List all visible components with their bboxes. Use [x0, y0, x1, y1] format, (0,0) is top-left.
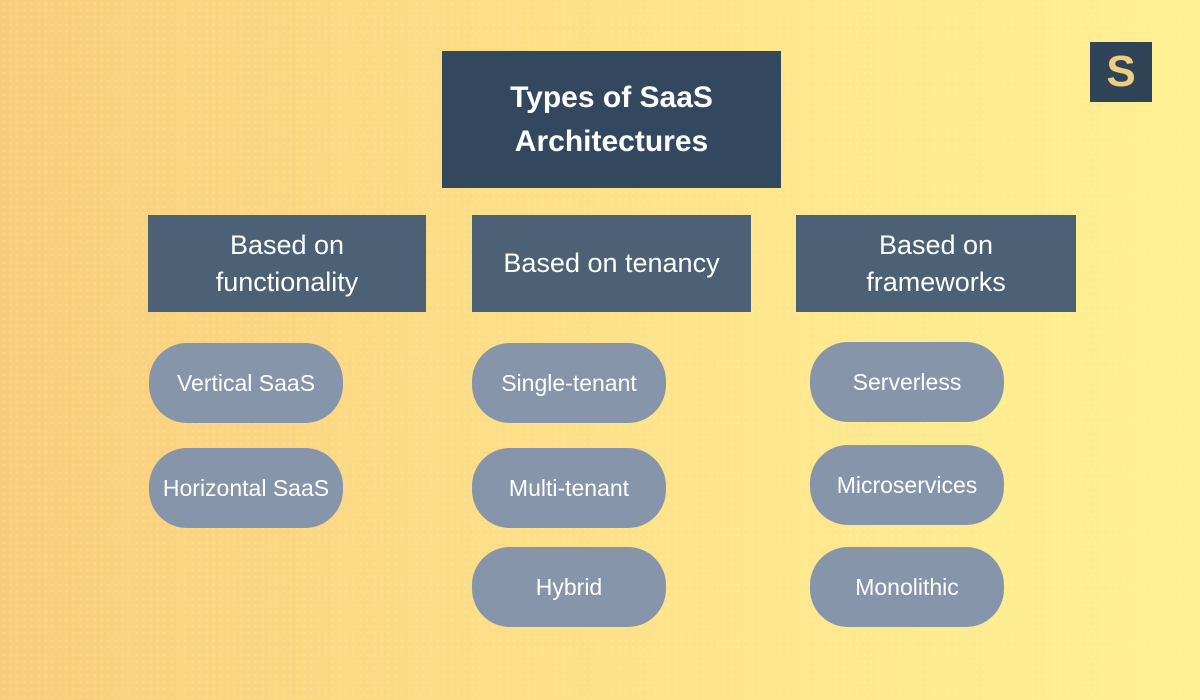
title-box: Types of SaaS Architectures [442, 51, 781, 188]
category-header-functionality: Based on functionality [148, 215, 426, 312]
item-vertical-saas: Vertical SaaS [149, 343, 343, 423]
logo-letter-icon: S [1106, 47, 1136, 96]
category-header-frameworks: Based on frameworks [796, 215, 1076, 312]
item-monolithic: Monolithic [810, 547, 1004, 627]
brand-logo: S [1090, 42, 1152, 102]
item-multi-tenant: Multi-tenant [472, 448, 666, 528]
item-horizontal-saas: Horizontal SaaS [149, 448, 343, 528]
category-header-tenancy: Based on tenancy [472, 215, 751, 312]
item-single-tenant: Single-tenant [472, 343, 666, 423]
page-title: Types of SaaS Architectures [510, 81, 713, 158]
item-hybrid: Hybrid [472, 547, 666, 627]
item-microservices: Microservices [810, 445, 1004, 525]
item-serverless: Serverless [810, 342, 1004, 422]
